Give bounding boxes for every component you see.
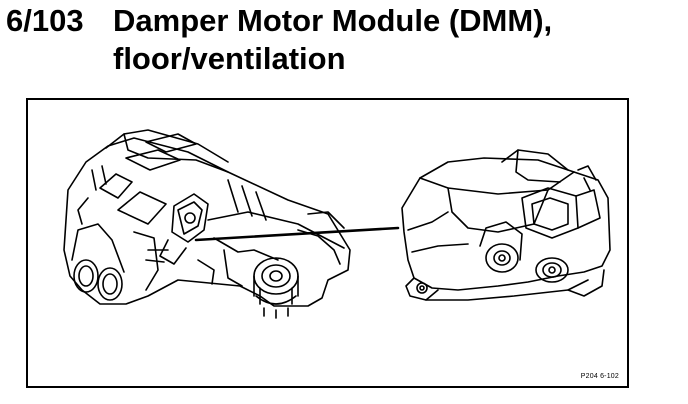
leader-line [194, 226, 400, 242]
figure-frame: P204 6-102 [26, 98, 629, 388]
technical-illustration [63, 129, 611, 319]
component-name-line1: Damper Motor Module (DMM), [113, 3, 553, 38]
hvac-housing-illustration [63, 129, 351, 319]
page-title: 6/103 Damper Motor Module (DMM), floor/v… [6, 2, 686, 78]
damper-motor-module-illustration [401, 149, 611, 301]
component-number: 6/103 [6, 3, 84, 38]
figure-code: P204 6-102 [580, 373, 619, 380]
component-name-line2: floor/ventilation [113, 41, 346, 76]
